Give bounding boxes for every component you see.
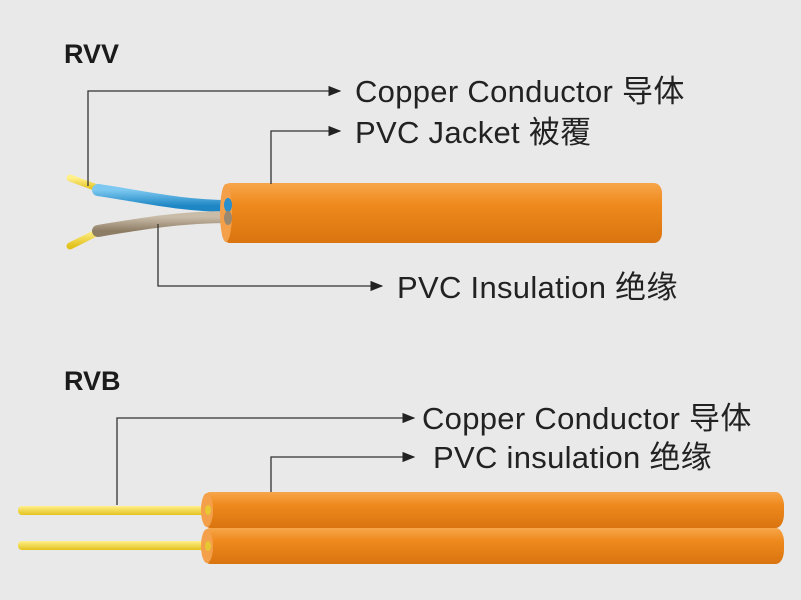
rvb-conductor-label: Copper Conductor 导体 [422, 401, 752, 436]
rvb-cable [18, 492, 784, 564]
rvv-brown-wire [92, 211, 236, 237]
rvv-leader-lines [87, 85, 384, 292]
rvb-conductor-top-end [205, 505, 211, 515]
rvb-insulation-bottom [202, 528, 784, 564]
rvv-blue-wire-end [224, 198, 232, 212]
rvv-jacket-label: PVC Jacket 被覆 [355, 115, 592, 150]
rvv-insulation-label: PVC Insulation 绝缘 [397, 270, 678, 305]
rvv-title: RVV [64, 39, 120, 69]
rvb-conductor-bottom-end [205, 541, 211, 551]
rvb-copper-conductor-top [18, 506, 210, 515]
rvb-insulation-top [202, 492, 784, 528]
rvb-copper-conductor-bottom [18, 541, 210, 550]
rvv-blue-wire [92, 184, 236, 212]
rvb-leader-lines [116, 412, 416, 505]
rvb-insulation-label: PVC insulation 绝缘 [433, 440, 713, 475]
rvv-cable [66, 174, 662, 250]
rvv-conductor-label: Copper Conductor 导体 [355, 74, 685, 109]
rvv-jacket-leader [270, 125, 342, 184]
rvv-pvc-jacket [222, 183, 662, 243]
rvv-conductor-leader [87, 85, 342, 186]
rvb-conductor-leader [116, 412, 416, 505]
rvv-brown-wire-end [224, 211, 232, 225]
rvb-title: RVB [64, 366, 121, 396]
rvb-insulation-leader [270, 451, 416, 492]
rvv-insulation-leader [157, 224, 384, 292]
